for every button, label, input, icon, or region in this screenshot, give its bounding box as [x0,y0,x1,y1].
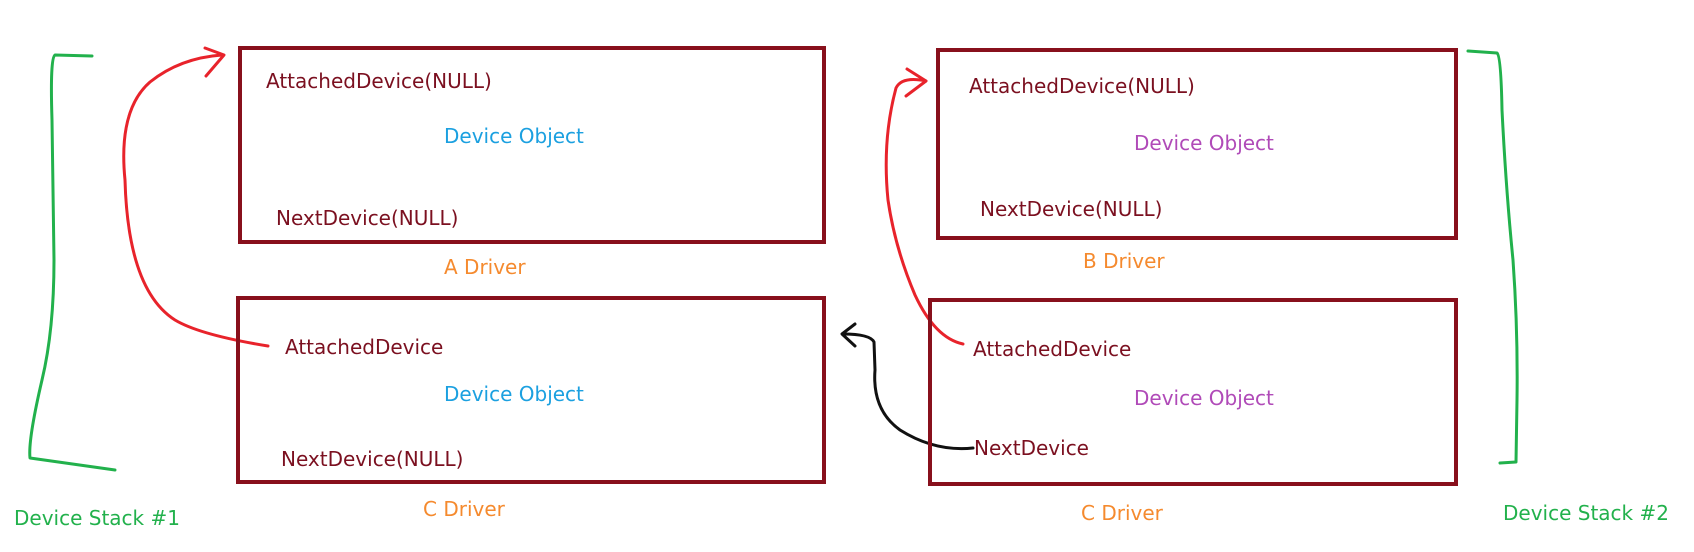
stack1-bracket [28,53,117,472]
stack2-bottom-driver-label: C Driver [1081,501,1163,525]
stack1-bottom-device-box [236,296,826,484]
stack1-bottom-object-label: Device Object [444,382,584,406]
stack2-top-next-label: NextDevice(NULL) [980,197,1163,221]
stack2-bottom-next-label: NextDevice [974,436,1089,460]
stack1-bottom-driver-label: C Driver [423,497,505,521]
stack1-top-device-box [238,46,826,244]
stack2-top-driver-label: B Driver [1083,249,1165,273]
stack1-top-attached-label: AttachedDevice(NULL) [266,69,492,93]
next-device-arrowhead [840,322,857,348]
stack2-top-attached-label: AttachedDevice(NULL) [969,74,1195,98]
stack2-bottom-attached-label: AttachedDevice [973,337,1132,361]
stack1-bottom-next-label: NextDevice(NULL) [281,447,464,471]
stack2-attached-arrow [884,78,965,346]
stack1-top-driver-label: A Driver [444,255,526,279]
stack2-top-object-label: Device Object [1134,131,1274,155]
stack2-bracket [1466,49,1519,465]
stack2-bottom-device-box [928,298,1458,486]
stack1-label: Device Stack #1 [14,506,180,530]
stack1-attached-arrow [122,53,270,348]
stack1-top-next-label: NextDevice(NULL) [276,206,459,230]
stack2-attached-arrowhead [904,67,928,98]
stack2-bottom-object-label: Device Object [1134,386,1274,410]
next-device-arrow [841,332,975,451]
stack1-top-object-label: Device Object [444,124,584,148]
stack2-top-device-box [936,48,1458,240]
stack1-bottom-attached-label: AttachedDevice [285,335,444,359]
stack1-attached-arrowhead [203,46,226,78]
stack2-label: Device Stack #2 [1503,501,1669,525]
